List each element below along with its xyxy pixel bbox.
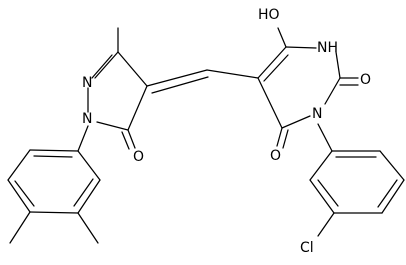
bond	[29, 149, 79, 152]
atom-label-n-pyrazole-2: N	[82, 75, 92, 91]
bond	[335, 51, 341, 79]
atom-label-cl: Cl	[300, 240, 314, 256]
bond	[276, 127, 283, 147]
atom-label-o-imide: O	[270, 148, 281, 164]
bond	[146, 69, 208, 87]
bond	[14, 180, 35, 207]
bond	[9, 211, 31, 244]
bond	[317, 212, 335, 237]
bond	[117, 51, 148, 87]
bond	[377, 179, 398, 208]
atom-label-ho: HO	[258, 7, 280, 23]
bond	[77, 150, 101, 181]
bond	[381, 179, 405, 214]
atom-label-nh: NH	[317, 40, 338, 56]
bond	[324, 77, 341, 105]
bond	[7, 179, 31, 213]
bond	[206, 69, 259, 79]
atom-label-o-urea: O	[360, 72, 371, 88]
bond	[94, 51, 119, 79]
bond	[33, 155, 73, 158]
bond	[277, 27, 287, 48]
bond	[73, 178, 94, 207]
bond	[263, 54, 289, 82]
atom-label-n-pyrazole-1: N	[82, 111, 92, 127]
bond	[96, 121, 129, 131]
bonds	[7, 27, 405, 244]
bond	[281, 115, 311, 129]
bond	[77, 125, 89, 152]
bond	[91, 54, 113, 79]
bond	[285, 46, 317, 49]
bond	[121, 131, 130, 150]
bond	[77, 179, 101, 214]
atom-labels: HO NH O N O Cl N N O	[82, 7, 371, 256]
bond	[127, 85, 148, 131]
atom-label-n-imide: N	[312, 106, 322, 122]
bond	[257, 77, 283, 129]
bond	[127, 129, 136, 149]
bond	[77, 212, 99, 244]
bond	[379, 150, 405, 181]
bond	[151, 76, 209, 94]
bond	[309, 150, 333, 181]
bond	[29, 211, 79, 214]
bond	[317, 123, 333, 152]
bond	[317, 179, 339, 207]
bond	[7, 149, 31, 181]
bond	[282, 129, 289, 149]
bond	[257, 46, 287, 79]
bond	[309, 179, 335, 214]
atom-label-o-pyrazolone: O	[133, 149, 144, 165]
